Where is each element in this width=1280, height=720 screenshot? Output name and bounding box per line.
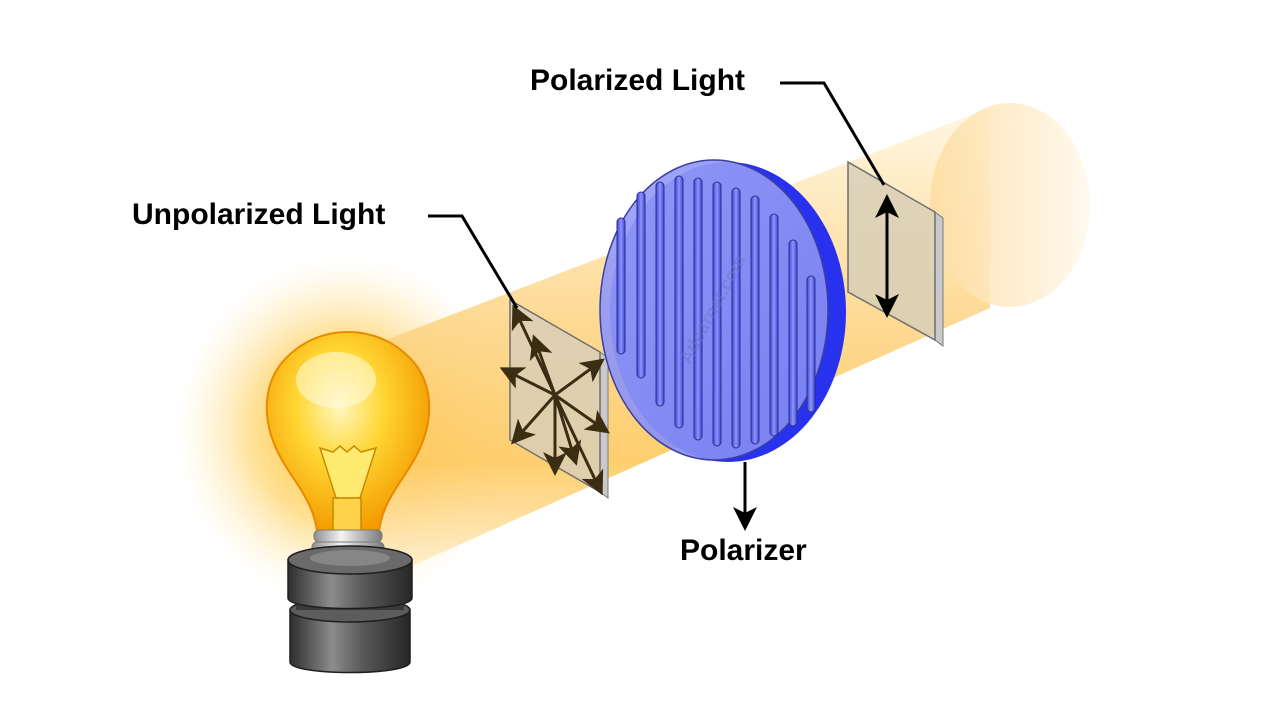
polarizer-slots (616, 175, 816, 449)
unpolarized-vectors (499, 304, 610, 496)
beam-end (930, 103, 1090, 307)
label-polarizer: Polarizer (680, 534, 807, 567)
bulb-base (287, 545, 413, 674)
polarizer-disc-icon (599, 159, 846, 462)
polarized-filter-pane (847, 160, 944, 347)
label-unpolarized-light: Unpolarized Light (132, 198, 386, 231)
leader-unpolarized (428, 214, 519, 309)
leader-polarized (780, 81, 886, 186)
label-polarized-light: Polarized Light (530, 64, 746, 97)
